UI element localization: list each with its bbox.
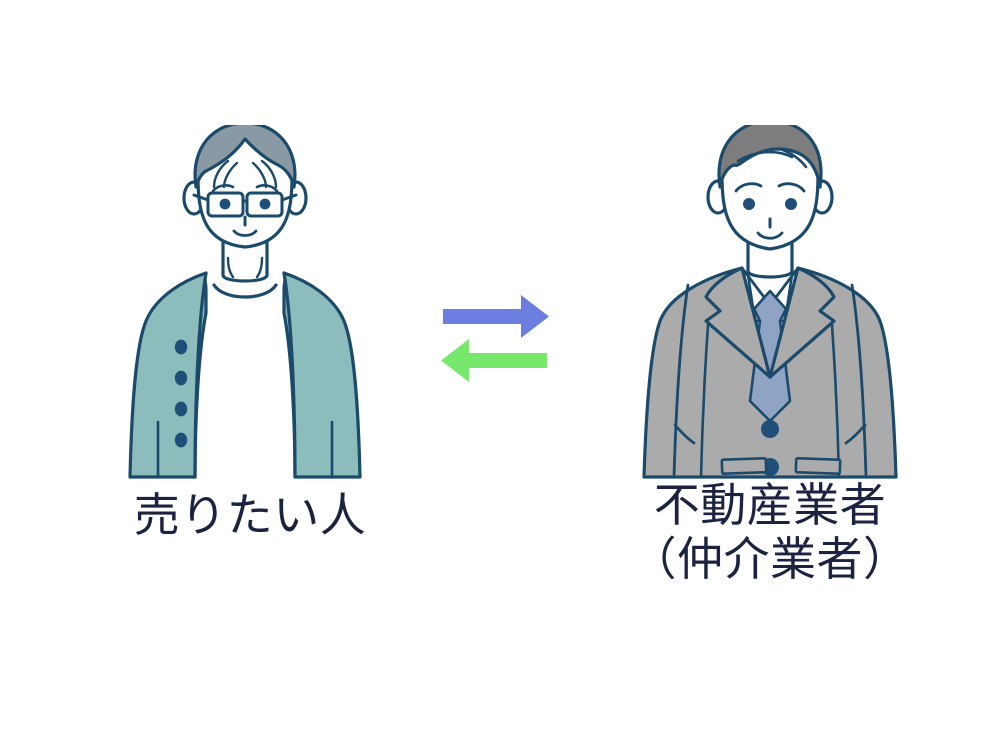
actor-seller-illustration bbox=[110, 121, 380, 480]
actor-agent-label-line-2: （仲介業者） bbox=[630, 532, 910, 587]
actor-seller-label: 売りたい人 bbox=[133, 488, 367, 542]
arrow-group bbox=[425, 285, 565, 395]
actor-agent-label: 不動産業者（仲介業者） bbox=[580, 478, 960, 587]
arrow-left-green bbox=[441, 339, 547, 382]
actor-agent-illustration bbox=[630, 119, 910, 480]
actor-agent-label-line-1: 不動産業者 bbox=[653, 478, 887, 532]
arrow-right-blue bbox=[443, 295, 549, 338]
